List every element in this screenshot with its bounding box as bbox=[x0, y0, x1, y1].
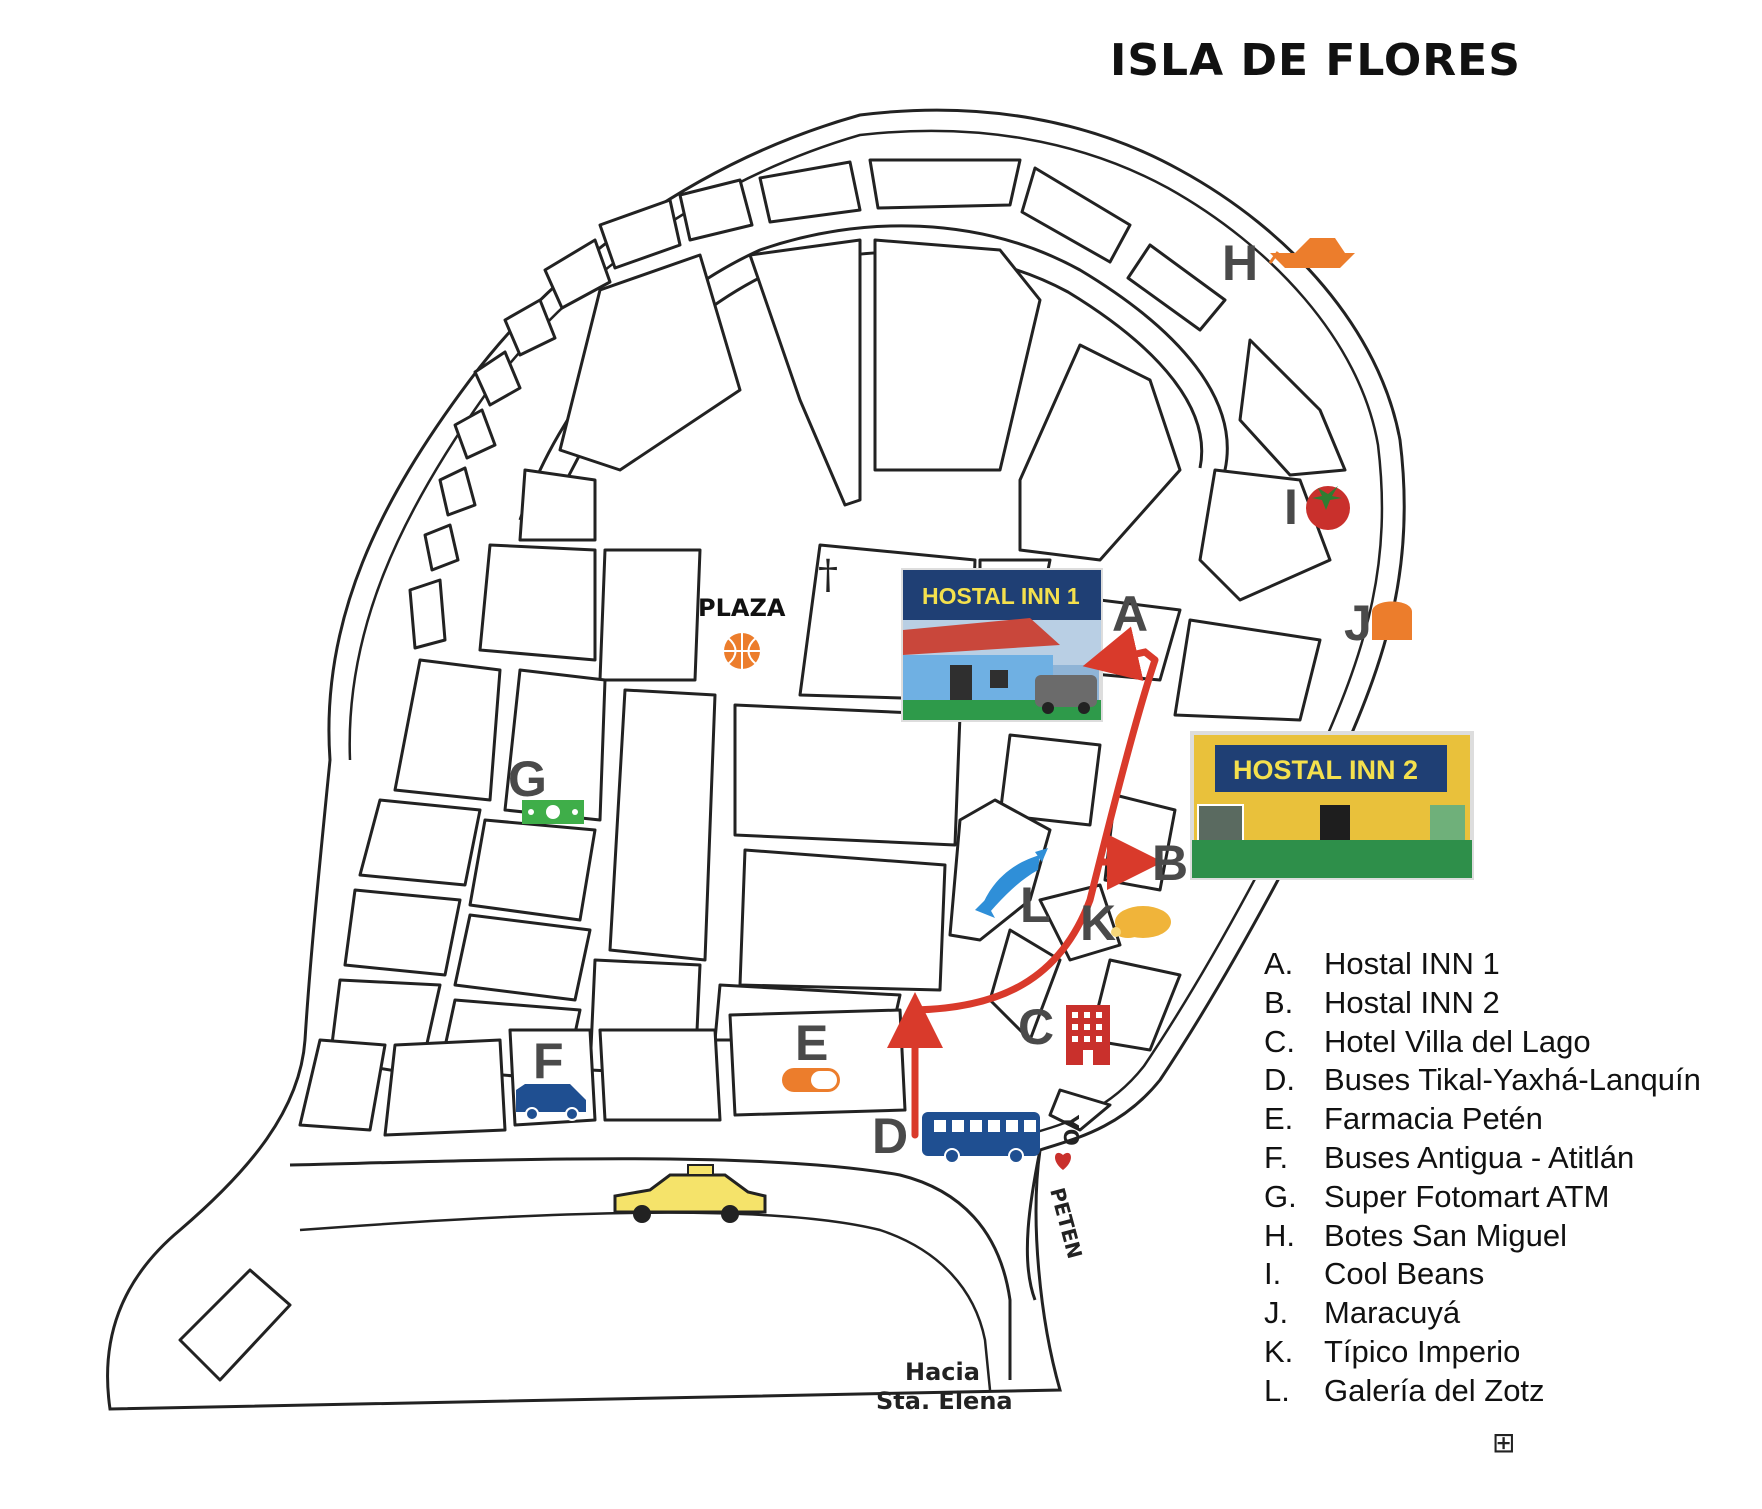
street-label-peten: PETEN bbox=[1045, 1185, 1087, 1261]
legend-name: Super Fotomart ATM bbox=[1324, 1179, 1609, 1214]
legend-letter: F. bbox=[1264, 1140, 1288, 1175]
shore-road bbox=[289, 1157, 1012, 1380]
road-label-hacia: Hacia bbox=[905, 1358, 980, 1386]
legend-letter: B. bbox=[1264, 985, 1293, 1020]
pier bbox=[178, 1268, 292, 1382]
legend-name: Hostal INN 1 bbox=[1324, 946, 1500, 981]
legend-letter: I. bbox=[1264, 1256, 1281, 1291]
legend-letter: K. bbox=[1264, 1334, 1293, 1369]
poi-letter-l: L bbox=[1020, 877, 1051, 933]
legend: A. Hostal INN 1 B. Hostal INN 2 C. Hotel Vill… bbox=[1264, 946, 1701, 1408]
legend-letter: H. bbox=[1264, 1218, 1295, 1253]
poi-letter-j: J bbox=[1344, 595, 1372, 651]
plaza-label: PLAZA bbox=[698, 594, 786, 622]
legend-name: Buses Tikal-Yaxhá-Lanquín bbox=[1324, 1062, 1701, 1097]
legend-name: Hotel Villa del Lago bbox=[1324, 1024, 1591, 1059]
tomato-icon bbox=[1306, 486, 1350, 530]
legend-name: Cool Beans bbox=[1324, 1256, 1484, 1291]
legend-name: Galería del Zotz bbox=[1324, 1373, 1545, 1408]
legend-name: Maracuyá bbox=[1324, 1295, 1461, 1330]
legend-name: Hostal INN 2 bbox=[1324, 985, 1500, 1020]
peten-road bbox=[1025, 1149, 1042, 1301]
poi-letter-h: H bbox=[1222, 235, 1258, 291]
taxi-icon bbox=[613, 1164, 767, 1223]
legend-letter: G. bbox=[1264, 1179, 1297, 1214]
legend-name: Farmacia Petén bbox=[1324, 1101, 1543, 1136]
hostal-inn-1-photo: HOSTAL INN 1 bbox=[901, 568, 1103, 722]
legend-letter: E. bbox=[1264, 1101, 1293, 1136]
legend-letter: C. bbox=[1264, 1024, 1295, 1059]
hostal-inn-1-sign: HOSTAL INN 1 bbox=[922, 583, 1080, 609]
poi-letter-b: B bbox=[1152, 835, 1188, 891]
street-label-yo: YO bbox=[1059, 1114, 1083, 1146]
legend-name: Buses Antigua - Atitlán bbox=[1324, 1140, 1634, 1175]
hostal-inn-2-photo: HOSTAL INN 2 bbox=[1190, 731, 1474, 880]
pill-icon bbox=[782, 1068, 840, 1092]
poi-letter-a: A bbox=[1112, 586, 1148, 642]
poi-letter-f: F bbox=[533, 1033, 564, 1089]
shore-road-inner bbox=[299, 1211, 992, 1391]
heart-icon bbox=[1055, 1152, 1071, 1170]
basketball-icon bbox=[724, 633, 760, 669]
road-label-sta-elena: Sta. Elena bbox=[876, 1387, 1013, 1415]
poi-letter-c: C bbox=[1018, 999, 1054, 1055]
route-arrow-a bbox=[1082, 626, 1158, 682]
church-cross: † bbox=[818, 552, 838, 598]
bread-icon bbox=[1372, 601, 1412, 640]
expand-icon[interactable]: ⊞ bbox=[1492, 1426, 1515, 1459]
poi-letter-g: G bbox=[508, 751, 547, 807]
route-path bbox=[911, 656, 1159, 1139]
perimeter-blocks bbox=[408, 158, 1347, 650]
banknote-icon bbox=[522, 800, 584, 824]
legend-letter: A. bbox=[1264, 946, 1293, 981]
poi-letter-k: K bbox=[1080, 895, 1116, 951]
fish-icon bbox=[975, 848, 1048, 918]
poi-letter-e: E bbox=[795, 1015, 828, 1071]
van-icon bbox=[516, 1084, 586, 1121]
hotel-building-icon bbox=[1066, 1005, 1110, 1065]
poi-letter-d: D bbox=[872, 1108, 908, 1164]
legend-name: Típico Imperio bbox=[1324, 1334, 1520, 1369]
central-blocks bbox=[298, 468, 1322, 1137]
roast-chicken-icon bbox=[1111, 906, 1171, 938]
legend-name: Botes San Miguel bbox=[1324, 1218, 1567, 1253]
legend-letter: D. bbox=[1264, 1062, 1295, 1097]
legend-letter: L. bbox=[1264, 1373, 1290, 1408]
bus-icon bbox=[922, 1112, 1040, 1164]
map-title: ISLA DE FLORES bbox=[1110, 35, 1521, 86]
boat-icon bbox=[1268, 238, 1355, 268]
upper-blocks bbox=[558, 238, 1332, 602]
legend-letter: J. bbox=[1264, 1295, 1288, 1330]
hostal-inn-2-sign: HOSTAL INN 2 bbox=[1233, 755, 1418, 785]
poi-letter-i: I bbox=[1284, 479, 1298, 535]
